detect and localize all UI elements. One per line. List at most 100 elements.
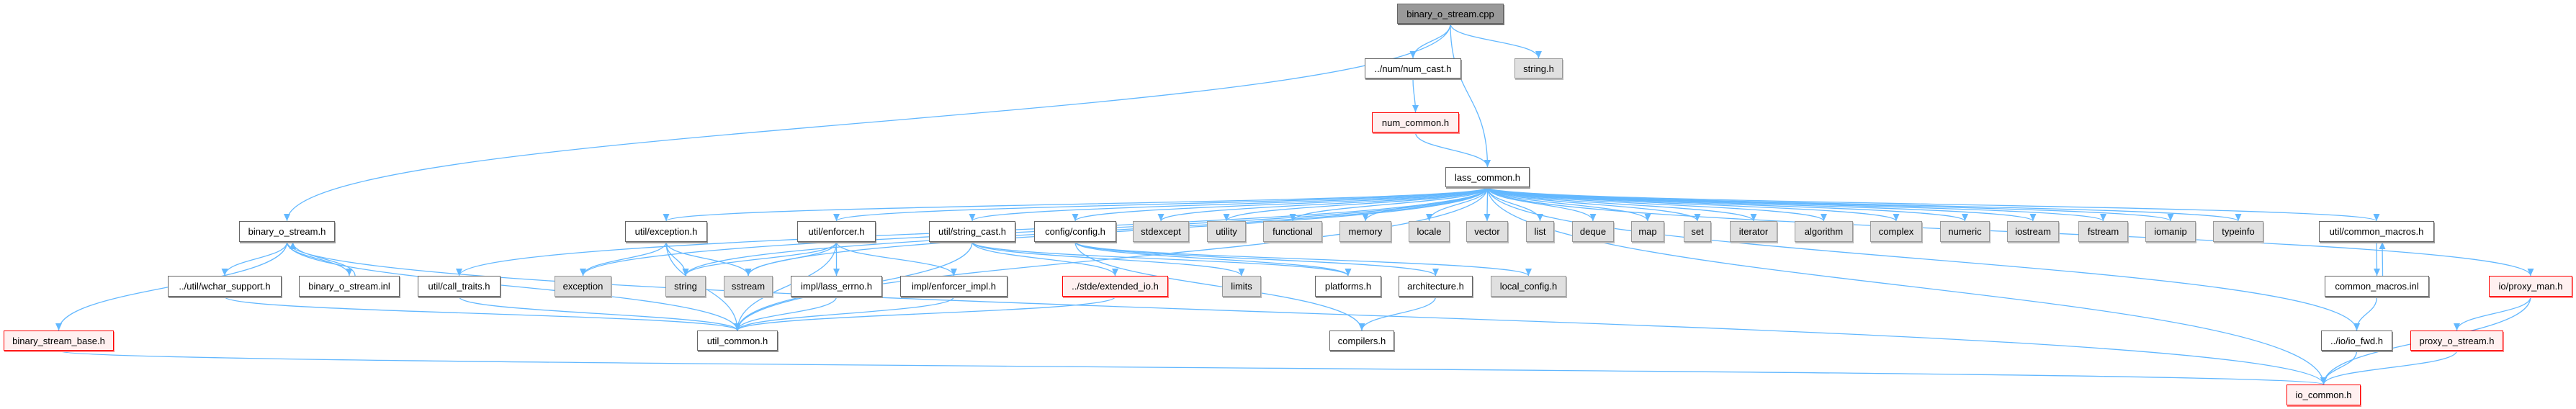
arrowhead [284,214,290,221]
node-util-common[interactable]: util_common.h [697,331,778,351]
edge-lass_common-to-string_cast [971,186,1489,222]
node-local-config[interactable]: local_config.h [1491,276,1566,297]
edge-extended_io-to-util_common [737,296,1116,331]
node-memory[interactable]: memory [1339,221,1391,242]
arrowhead [2320,377,2327,385]
node-limits[interactable]: limits [1222,276,1261,297]
node-lass-common[interactable]: lass_common.h [1445,167,1530,187]
edge-string_cast-to-extended_io [971,241,1116,277]
edge-config-to-platforms [1074,241,1349,277]
node-platforms[interactable]: platforms.h [1315,276,1381,297]
node-fstream[interactable]: fstream [2078,221,2128,242]
arrowhead [951,269,957,276]
arrowhead [346,269,353,276]
arrowhead [2527,269,2534,276]
arrowhead [221,269,228,276]
node-string[interactable]: string [665,276,706,297]
arrowhead [1432,269,1439,276]
edge-wchar-to-util_common [224,296,738,331]
edge-enforcer_h-to-enforcer_impl [835,241,955,277]
node-functional[interactable]: functional [1263,221,1322,242]
edge-enforcer_h-to-sstream [748,241,838,277]
node-architecture[interactable]: architecture.h [1399,276,1473,297]
edge-call_traits-to-util_common [458,296,738,331]
edge-lass_common-to-algorithm [1486,186,1825,222]
node-stdexcept[interactable]: stdexcept [1133,221,1189,242]
node-string-h[interactable]: string.h [1514,58,1563,78]
arrowhead [1358,323,1365,331]
node-deque[interactable]: deque [1572,221,1614,242]
arrowhead [1535,51,1542,58]
edge-lass_common-to-config [1074,186,1489,222]
node-list[interactable]: list [1526,221,1554,242]
node-enforcer-h[interactable]: util/enforcer.h [797,221,876,242]
node-iostream[interactable]: iostream [2007,221,2059,242]
node-iterator[interactable]: iterator [1730,221,1777,242]
edge-enforcer_h-to-util_common [737,241,838,331]
arrowhead [290,242,296,249]
arrowhead [2454,323,2460,331]
node-iomanip[interactable]: iomanip [2145,221,2196,242]
node-algorithm[interactable]: algorithm [1795,221,1853,242]
node-exception[interactable]: exception [555,276,611,297]
node-utility[interactable]: utility [1207,221,1246,242]
node-extended-io[interactable]: ../stde/extended_io.h [1062,276,1168,297]
node-bsb[interactable]: binary_stream_base.h [4,331,114,351]
edge-num_common-to-lass_common [1414,132,1489,168]
edge-lass_common-to-iterator [1486,186,1754,222]
edge-bos_h-to-util_common [286,241,738,331]
arrowhead [1409,51,1417,58]
node-call-traits[interactable]: util/call_traits.h [418,276,501,297]
node-compilers[interactable]: compilers.h [1329,331,1394,351]
node-common-macros-h[interactable]: util/common_macros.h [2319,221,2434,242]
node-bos-inl[interactable]: binary_o_stream.inl [299,276,400,297]
edge-lass_common-to-utility [1226,186,1489,222]
edge-config-to-local_config [1074,241,1530,277]
arrowhead [1238,269,1245,276]
node-typeinfo[interactable]: typeinfo [2213,221,2263,242]
arrowhead [745,269,752,276]
arrowhead [55,323,62,331]
node-io-fwd[interactable]: ../io/io_fwd.h [2321,331,2392,351]
node-bos-h[interactable]: binary_o_stream.h [239,221,335,242]
node-proxy-o-stream[interactable]: proxy_o_stream.h [2410,331,2503,351]
arrowhead [2353,323,2360,331]
node-string-cast[interactable]: util/string_cast.h [929,221,1015,242]
edge-lass_common-to-typeinfo [1486,186,2239,222]
node-wchar[interactable]: ../util/wchar_support.h [168,276,282,297]
node-complex[interactable]: complex [1870,221,1922,242]
node-cpp[interactable]: binary_o_stream.cpp [1397,4,1504,24]
arrowhead [1412,105,1419,112]
edge-string_cast-to-platforms [971,241,1349,277]
node-io-common[interactable]: io_common.h [2286,385,2361,405]
arrowhead [969,214,976,221]
arrowhead [1821,214,1827,221]
edge-cpp-to-bos_h [286,23,1451,222]
node-sstream[interactable]: sstream [724,276,773,297]
node-num-cast[interactable]: ../num/num_cast.h [1365,58,1461,78]
node-locale[interactable]: locale [1409,221,1450,242]
edge-lass_common-to-exception_h [665,186,1489,222]
node-num-common[interactable]: num_common.h [1372,112,1459,132]
node-lass-errno[interactable]: impl/lass_errno.h [791,276,882,297]
node-proxy-man[interactable]: io/proxy_man.h [2489,276,2572,297]
node-config[interactable]: config/config.h [1034,221,1116,242]
arrowhead [2373,214,2380,221]
node-enforcer-impl[interactable]: impl/enforcer_impl.h [900,276,1007,297]
arrowhead [2235,214,2242,221]
arrowhead [1345,269,1352,276]
arrowhead [734,323,741,331]
node-set[interactable]: set [1684,221,1711,242]
arrowhead [2029,214,2037,221]
node-exception-h[interactable]: util/exception.h [625,221,707,242]
edge-proxy_o_stream-to-io_common [2323,350,2458,385]
node-vector[interactable]: vector [1466,221,1508,242]
node-map[interactable]: map [1631,221,1664,242]
edge-bos_h-to-wchar [224,241,288,277]
edge-lass_common-to-set [1486,186,1698,222]
node-common-macros-inl[interactable]: common_macros.inl [2325,276,2429,297]
arrowhead [2379,242,2386,249]
node-numeric[interactable]: numeric [1940,221,1990,242]
